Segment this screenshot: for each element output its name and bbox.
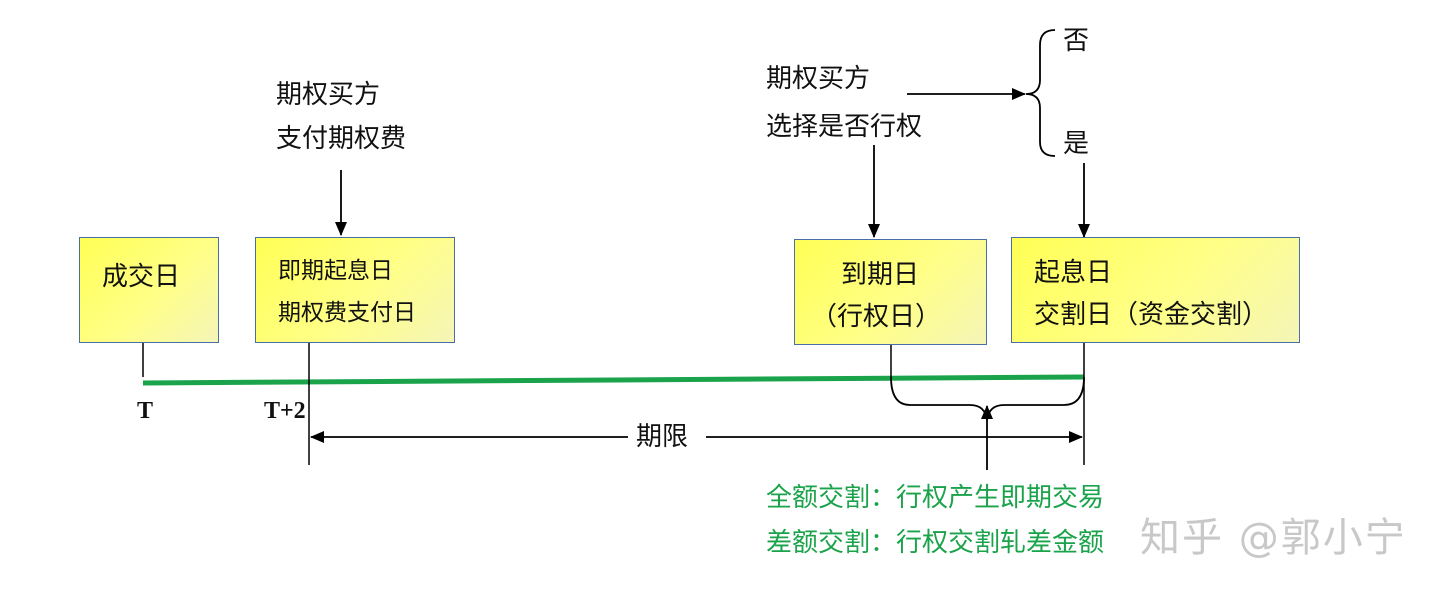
choice-brace — [1025, 29, 1056, 157]
premium-note-line1: 期权买方 — [276, 80, 381, 110]
timeline-axis — [142, 374, 1085, 386]
tenor-label: 期限 — [636, 422, 689, 452]
premium-payment-date-label: 期权费支付日 — [278, 300, 416, 326]
t-label: T — [137, 398, 154, 424]
trade-date-label: 成交日 — [102, 262, 181, 292]
t2-label: T+2 — [264, 398, 306, 424]
trade-date-box: 成交日 — [79, 237, 219, 343]
choice-yes: 是 — [1063, 129, 1090, 159]
expiry-date-box: 到期日 （行权日） — [794, 239, 987, 345]
full-delivery-note: 全额交割：行权产生即期交易 — [766, 483, 1105, 513]
settlement-date-box: 起息日 交割日（资金交割） — [1011, 237, 1300, 343]
settle-value-date-label: 起息日 — [1034, 258, 1113, 288]
net-delivery-note: 差额交割：行权交割轧差金额 — [766, 528, 1105, 558]
expiry-date-label: 到期日 — [841, 260, 920, 290]
decision-note-line1: 期权买方 — [766, 64, 871, 94]
value-date-box: 即期起息日 期权费支付日 — [255, 237, 455, 343]
delivery-date-label: 交割日（资金交割） — [1034, 300, 1269, 330]
premium-note-line2: 支付期权费 — [276, 124, 407, 154]
choice-no: 否 — [1063, 26, 1090, 56]
watermark: 知乎 @郭小宁 — [1140, 515, 1407, 561]
value-date-label: 即期起息日 — [278, 258, 393, 284]
exercise-date-label: （行权日） — [811, 302, 942, 332]
decision-note-line2: 选择是否行权 — [766, 112, 923, 142]
